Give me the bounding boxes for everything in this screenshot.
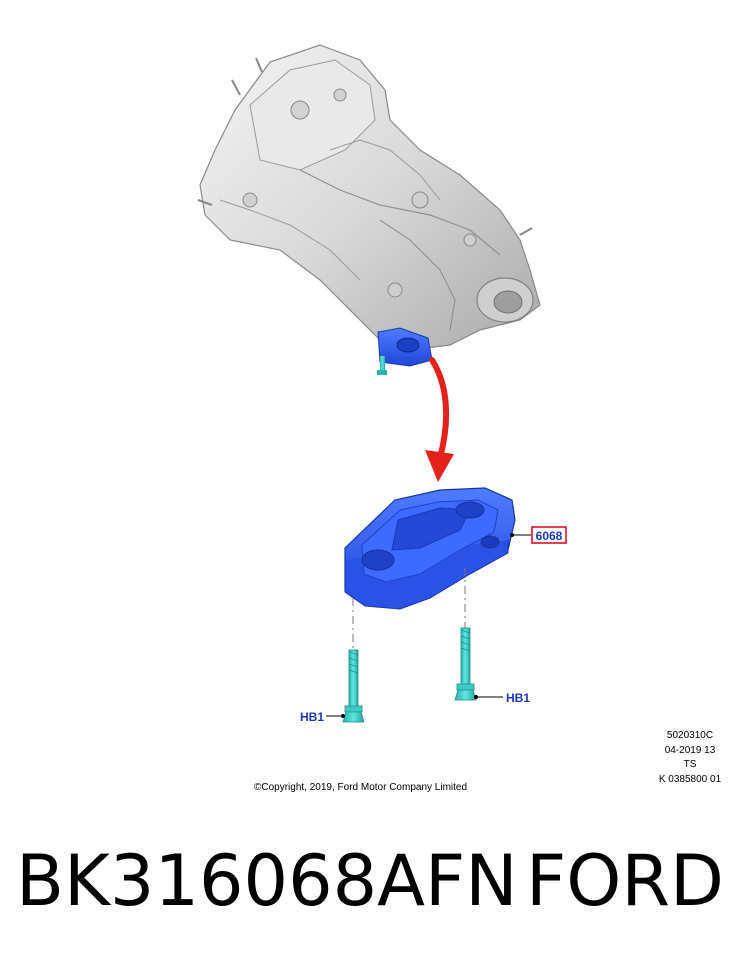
drawing-reference: 5020310C 04-2019 13 TS K 0385800 01 — [650, 729, 730, 787]
bolt-left — [342, 649, 365, 723]
part-callout[interactable]: 6068 — [531, 526, 567, 544]
bolt-callout-right[interactable]: HB1 — [506, 691, 530, 705]
part-callout-label: 6068 — [536, 529, 563, 543]
leader-lines — [326, 533, 531, 718]
reference-line-3: TS — [683, 759, 697, 770]
reference-line-1: 5020310C — [666, 730, 714, 741]
reference-line-2: 04-2019 13 — [664, 744, 716, 756]
caption: BK316068AFN FORD — [0, 840, 734, 930]
transmission-assembly — [197, 44, 541, 351]
engine-mount-part — [344, 487, 516, 610]
bolt-right — [454, 627, 477, 701]
assembly-centerlines — [352, 568, 466, 650]
brand-name: FORD — [526, 840, 724, 922]
copyright-notice: ©Copyright, 2019, Ford Motor Company Lim… — [254, 782, 468, 793]
reference-line-4: K 0385800 01 — [658, 773, 722, 785]
bolt-callout-left[interactable]: HB1 — [300, 710, 324, 724]
direction-arrow — [425, 357, 454, 482]
part-number: BK316068AFN — [16, 840, 518, 922]
